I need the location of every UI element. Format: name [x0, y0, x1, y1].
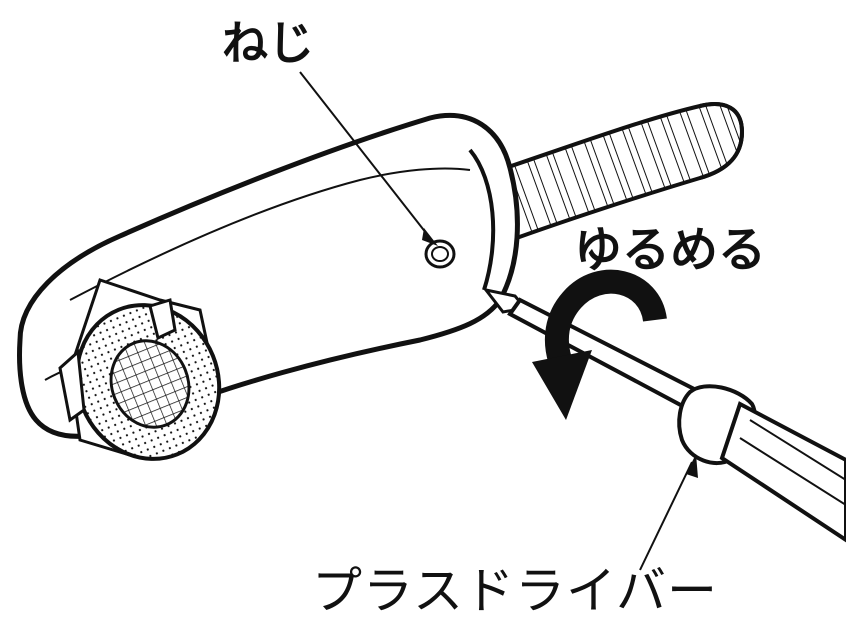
screw-icon	[424, 239, 456, 269]
hose	[467, 102, 745, 247]
screwdriver-label: プラスドライバー	[312, 562, 718, 620]
screwdriver	[482, 287, 846, 543]
aerator	[58, 278, 222, 461]
loosen-label: ゆるめる	[574, 222, 767, 278]
screw-label: ねじ	[222, 16, 314, 70]
leader-lines	[299, 71, 698, 571]
loosen-arrow-icon	[532, 269, 667, 420]
